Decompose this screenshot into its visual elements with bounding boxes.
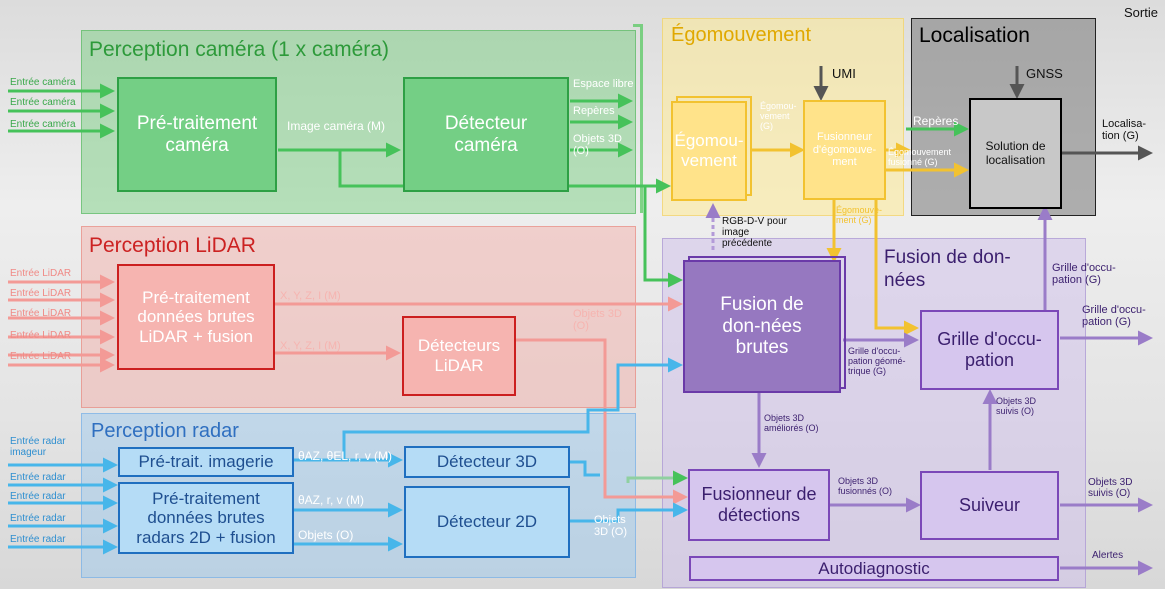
lidar-input-label: Entrée LiDAR bbox=[10, 351, 72, 362]
radar-theta-label: θAZ, θEL, r, v (M) bbox=[298, 449, 393, 463]
radar-objects-label: Objets (O) bbox=[298, 528, 354, 542]
radar-input-label: Entrée radar bbox=[10, 513, 66, 524]
lidar-input-label: Entrée LiDAR bbox=[10, 308, 72, 319]
lidar-xyzi-label: X, Y, Z, I (M) bbox=[280, 340, 341, 352]
lidar-detector-box: Détecteurs LiDAR bbox=[402, 316, 516, 396]
detection-fuser-box: Fusionneur de détections bbox=[688, 469, 830, 541]
tracker-box: Suiveur bbox=[920, 471, 1059, 540]
camera-out-free-space: Espace libre bbox=[573, 78, 634, 90]
umi-label: UMI bbox=[832, 66, 856, 81]
camera-preprocess-box: Pré-traitement caméra bbox=[117, 77, 277, 192]
fused-objects-label: Objets 3D fusionnés (O) bbox=[838, 476, 893, 496]
gnss-label: GNSS bbox=[1026, 66, 1063, 81]
camera-out-objects: Objets 3D (O) bbox=[573, 133, 622, 158]
grid-output-label: Grille d'occu-pation (G) bbox=[1082, 304, 1146, 329]
camera-region-stack bbox=[633, 24, 643, 213]
occupancy-grid-box: Grille d'occu-pation bbox=[920, 310, 1059, 390]
tracked-output-label: Objets 3D suivis (O) bbox=[1088, 477, 1133, 499]
lidar-preprocess-box: Pré-traitement données brutes LiDAR + fu… bbox=[117, 264, 275, 370]
lidar-out-objects: Objets 3D (O) bbox=[573, 308, 622, 333]
rgbdv-label: RGB-D-V pour image précédente bbox=[722, 216, 788, 249]
camera-image-label: Image caméra (M) bbox=[287, 119, 386, 133]
egomotion-title: Égomouvement bbox=[671, 24, 812, 46]
localisation-title: Localisation bbox=[919, 24, 1030, 47]
camera-input-label: Entrée caméra bbox=[10, 119, 76, 130]
radar-input-label: Entrée radar bbox=[10, 472, 66, 483]
fusion-title: Fusion de don-nées bbox=[884, 247, 1011, 292]
grid-up-label: Grille d'occu-pation (G) bbox=[1052, 262, 1116, 287]
egomotion-output-label: Égomou-vement (G) bbox=[760, 101, 797, 131]
radar-3d-detector-box: Détecteur 3D bbox=[404, 446, 570, 478]
radar-title: Perception radar bbox=[91, 420, 239, 442]
lidar-input-label: Entrée LiDAR bbox=[10, 268, 72, 279]
camera-input-label: Entrée caméra bbox=[10, 97, 76, 108]
camera-input-label: Entrée caméra bbox=[10, 77, 76, 88]
raw-fusion-box: Fusion de don-nées brutes bbox=[683, 260, 841, 393]
egomotion-box: Égomou-vement bbox=[671, 101, 747, 201]
camera-title: Perception caméra (1 x caméra) bbox=[89, 38, 389, 61]
lidar-input-label: Entrée LiDAR bbox=[10, 330, 72, 341]
alerts-label: Alertes bbox=[1092, 550, 1124, 561]
camera-detector-box: Détecteur caméra bbox=[403, 77, 569, 192]
radar-input-label: Entrée radar bbox=[10, 534, 66, 545]
lidar-xyzi-label: X, Y, Z, I (M) bbox=[280, 290, 341, 302]
autodiagnostic-box: Autodiagnostic bbox=[689, 556, 1059, 581]
egomotion-down-label: Égomouve-ment (G) bbox=[836, 205, 883, 225]
camera-out-landmarks: Repères bbox=[573, 105, 615, 117]
radar-imaging-preprocess-box: Pré-trait. imagerie bbox=[118, 447, 294, 477]
radar-input-label: Entrée radar bbox=[10, 491, 66, 502]
radar-theta-label: θAZ, r, v (M) bbox=[298, 493, 364, 507]
localisation-solution-box: Solution de localisation bbox=[969, 98, 1062, 209]
improved-objects-label: Objets 3D améliorés (O) bbox=[764, 413, 819, 433]
output-label: Sortie bbox=[1124, 5, 1158, 20]
localisation-landmarks-label: Repères bbox=[913, 114, 959, 128]
radar-out-objects: Objets 3D (O) bbox=[594, 514, 627, 539]
radar-raw-preprocess-box: Pré-traitement données brutes radars 2D … bbox=[118, 482, 294, 554]
geometric-grid-label: Grille d'occu-pation géomé-trique (G) bbox=[848, 346, 906, 376]
radar-2d-detector-box: Détecteur 2D bbox=[404, 486, 570, 558]
lidar-title: Perception LiDAR bbox=[89, 234, 256, 257]
localisation-output-label: Localisa-tion (G) bbox=[1102, 118, 1147, 143]
lidar-input-label: Entrée LiDAR bbox=[10, 288, 72, 299]
tracked-up-label: Objets 3D suivis (O) bbox=[996, 396, 1037, 416]
egomotion-fuser-box: Fusionneur d'égomouve-ment bbox=[803, 100, 886, 200]
radar-input-label: Entrée radar imageur bbox=[10, 436, 66, 458]
egomotion-fused-label: Égomouvement fusionné (G) bbox=[888, 147, 952, 167]
